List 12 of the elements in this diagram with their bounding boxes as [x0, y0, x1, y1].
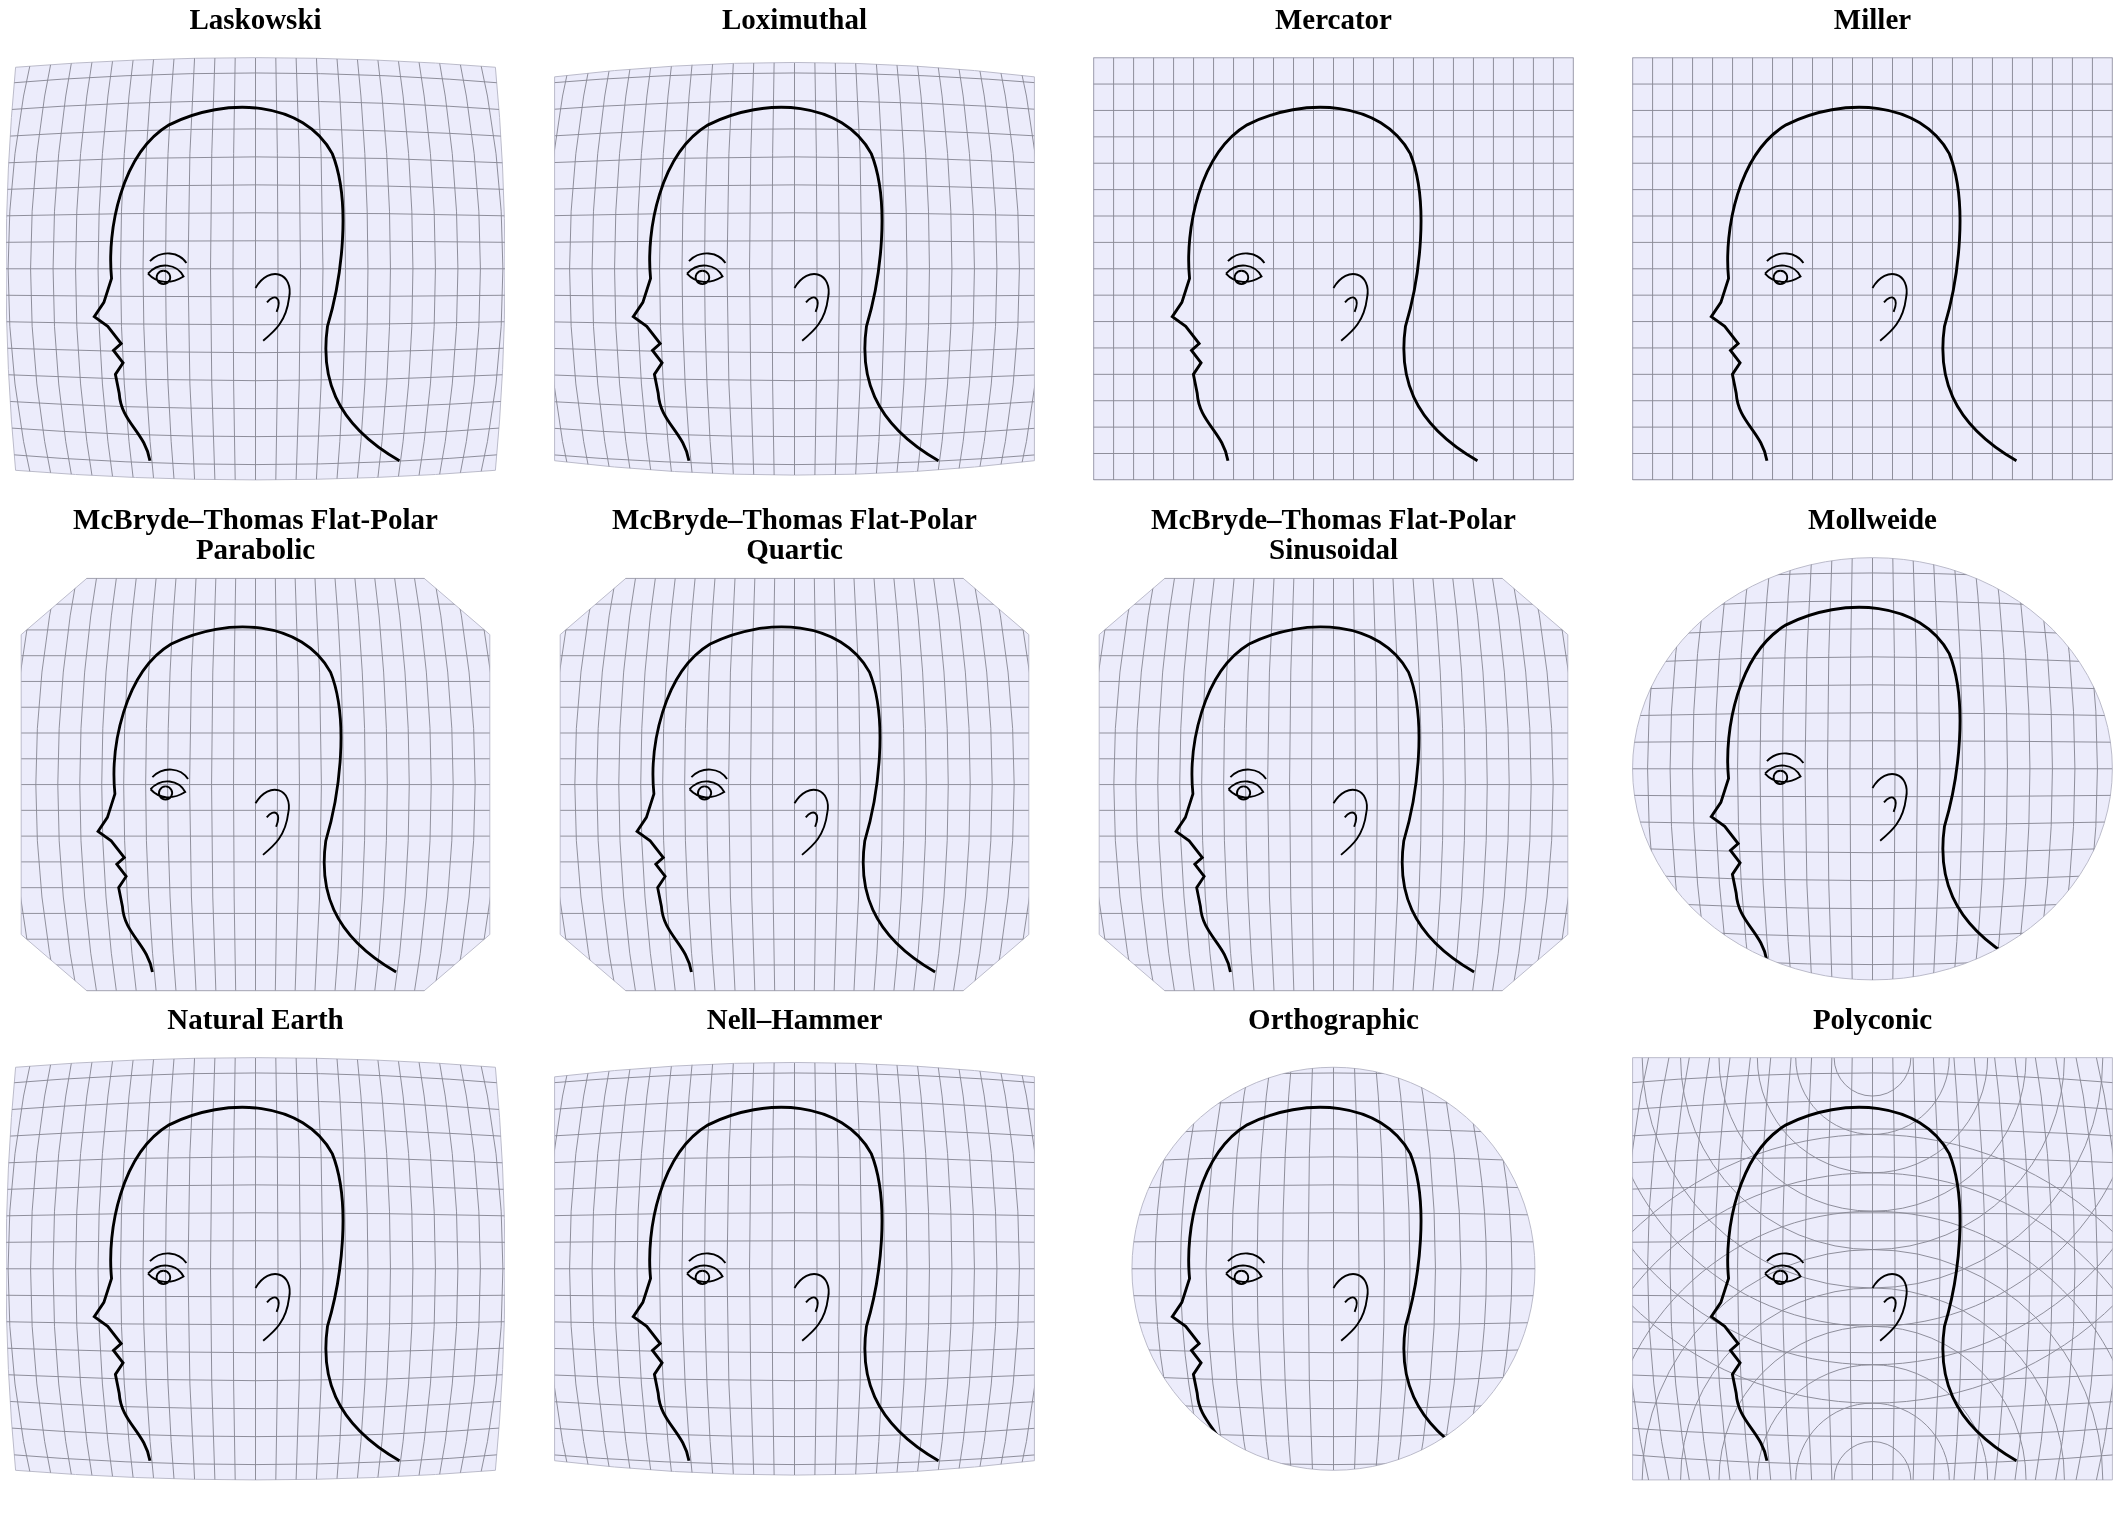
projection-title: Natural Earth: [167, 1004, 344, 1035]
projection-title: Nell–Hammer: [706, 1004, 883, 1035]
projection-title: McBryde–Thomas Flat-Polar Sinusoidal: [1150, 504, 1517, 565]
projection-title: Mollweide: [1808, 504, 1937, 535]
projection-title: McBryde–Thomas Flat-Polar Parabolic: [72, 504, 439, 565]
projection-title: Laskowski: [189, 4, 322, 35]
projection-title: Mercator: [1275, 4, 1392, 35]
projection-title: Orthographic: [1248, 1004, 1419, 1035]
projection-title: Polyconic: [1812, 1004, 1933, 1035]
projection-title: Loximuthal: [722, 4, 867, 35]
projection-title: McBryde–Thomas Flat-Polar Quartic: [611, 504, 978, 565]
projection-title: Miller: [1833, 4, 1912, 35]
